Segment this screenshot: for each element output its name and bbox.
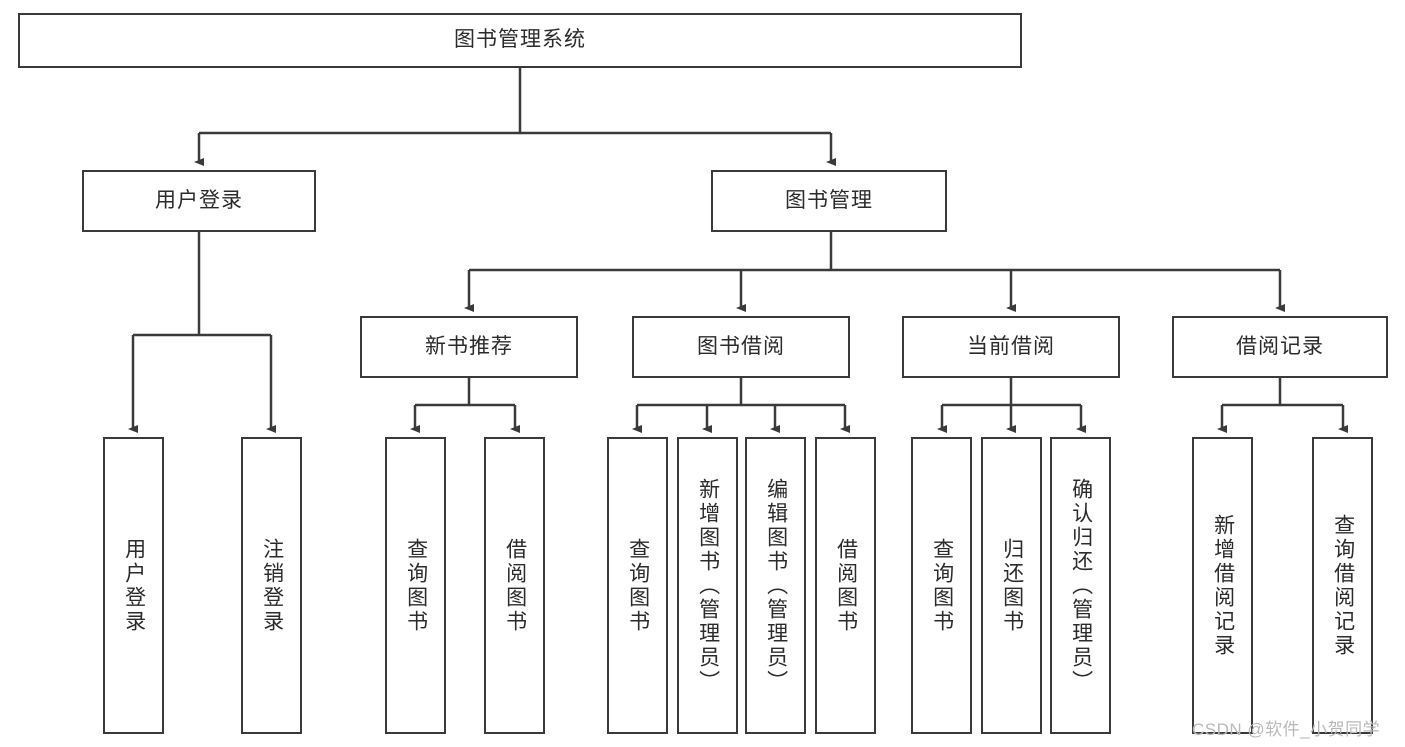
node-book-management-label: 图书管理 [785, 188, 873, 212]
leaf-new-book-borrow[interactable]: 借阅图书 [484, 437, 545, 734]
leaf-book-borrow-add[interactable]: 新增图书（管理员） [677, 437, 738, 734]
leaf-user-login-login-label: 用户登录 [122, 537, 146, 634]
node-new-book-recommend-label: 新书推荐 [425, 334, 513, 358]
leaf-borrow-record-add-label: 新增借阅记录 [1211, 513, 1235, 658]
node-borrow-record-label: 借阅记录 [1236, 334, 1324, 358]
node-current-borrow-label: 当前借阅 [967, 334, 1055, 358]
leaf-book-borrow-borrow[interactable]: 借阅图书 [815, 437, 876, 734]
leaf-current-borrow-return[interactable]: 归还图书 [981, 437, 1042, 734]
leaf-current-borrow-return-label: 归还图书 [1000, 537, 1024, 634]
node-current-borrow[interactable]: 当前借阅 [902, 316, 1120, 378]
leaf-current-borrow-confirm[interactable]: 确认归还（管理员） [1050, 437, 1111, 734]
leaf-user-login-logout[interactable]: 注销登录 [241, 437, 302, 734]
leaf-borrow-record-query-label: 查询借阅记录 [1331, 513, 1355, 658]
leaf-book-borrow-edit-label: 编辑图书（管理员） [764, 477, 788, 694]
node-user-login-label: 用户登录 [155, 188, 243, 212]
node-user-login[interactable]: 用户登录 [82, 170, 316, 232]
leaf-current-borrow-query[interactable]: 查询图书 [911, 437, 972, 734]
watermark-text: CSDN @软件_小贺同学 [1192, 720, 1381, 739]
leaf-book-borrow-query[interactable]: 查询图书 [607, 437, 668, 734]
node-new-book-recommend[interactable]: 新书推荐 [360, 316, 578, 378]
node-borrow-record[interactable]: 借阅记录 [1172, 316, 1388, 378]
leaf-new-book-borrow-label: 借阅图书 [503, 537, 527, 634]
leaf-book-borrow-edit[interactable]: 编辑图书（管理员） [745, 437, 806, 734]
node-book-management[interactable]: 图书管理 [711, 170, 947, 232]
node-root-label: 图书管理系统 [454, 28, 586, 52]
leaf-current-borrow-confirm-label: 确认归还（管理员） [1069, 477, 1093, 694]
leaf-current-borrow-query-label: 查询图书 [930, 537, 954, 634]
node-book-borrow[interactable]: 图书借阅 [632, 316, 850, 378]
leaf-book-borrow-query-label: 查询图书 [626, 537, 650, 634]
node-root[interactable]: 图书管理系统 [18, 13, 1022, 68]
leaf-user-login-logout-label: 注销登录 [260, 537, 284, 634]
leaf-borrow-record-query[interactable]: 查询借阅记录 [1312, 437, 1373, 734]
leaf-borrow-record-add[interactable]: 新增借阅记录 [1192, 437, 1253, 734]
leaf-book-borrow-add-label: 新增图书（管理员） [696, 477, 720, 694]
leaf-book-borrow-borrow-label: 借阅图书 [834, 537, 858, 634]
leaf-new-book-query[interactable]: 查询图书 [385, 437, 446, 734]
leaf-new-book-query-label: 查询图书 [404, 537, 428, 634]
node-book-borrow-label: 图书借阅 [697, 334, 785, 358]
leaf-user-login-login[interactable]: 用户登录 [103, 437, 164, 734]
